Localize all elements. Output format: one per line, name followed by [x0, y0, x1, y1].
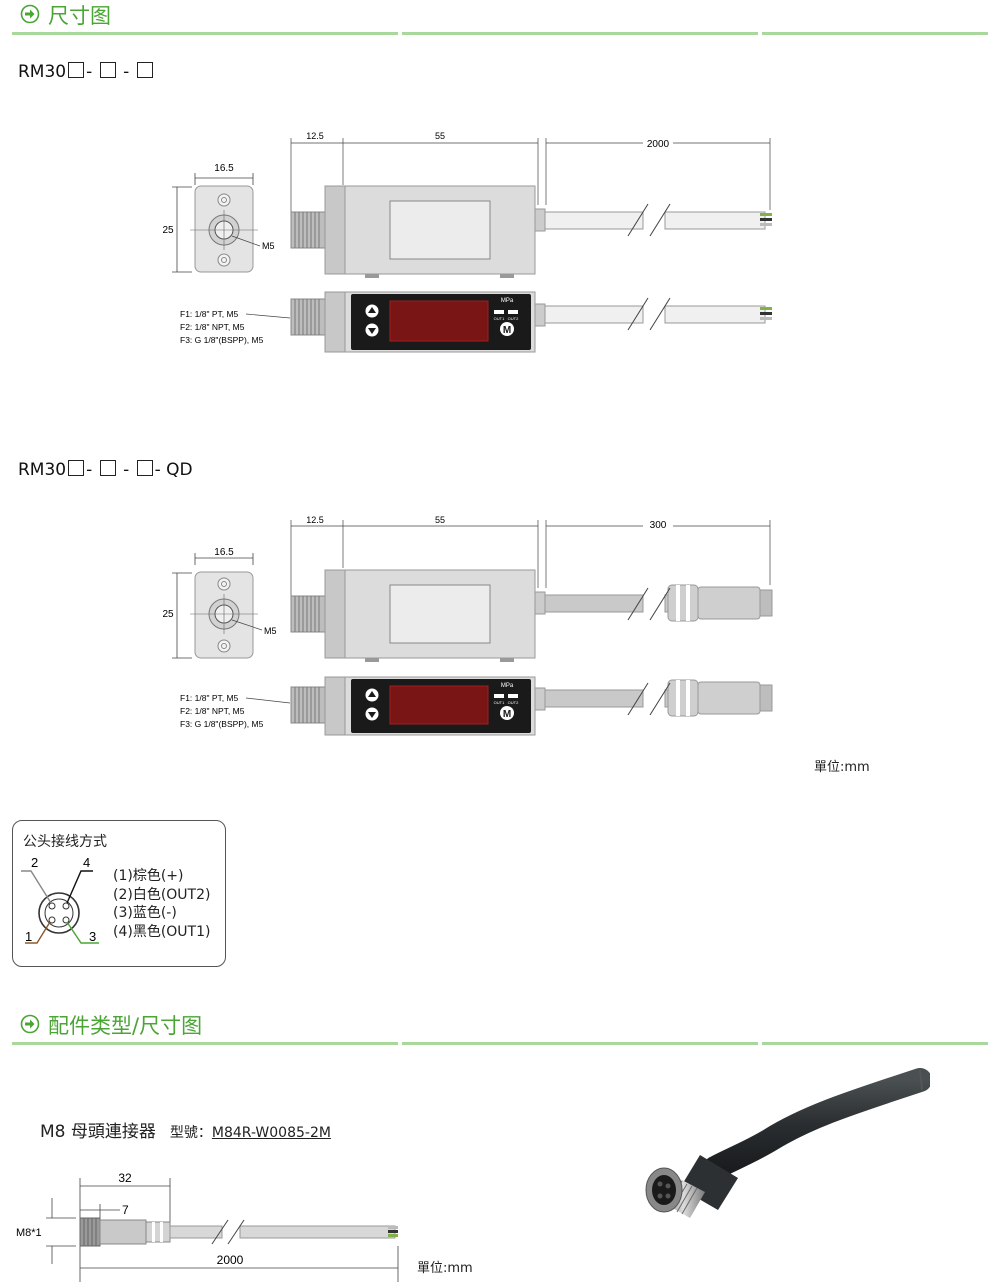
connector-model-label: 型號： [169, 1125, 212, 1141]
legend-item: (4)黑色(OUT1) [113, 923, 211, 940]
dim-thread: 12.5 [306, 515, 324, 525]
model-separator: - [86, 62, 93, 82]
fitting-f1: F1: 1/8" PT, M5 [180, 693, 239, 703]
connector-unit-label: 單位:mm [417, 1261, 473, 1276]
sensor-drawing-b: 16.5 25 M5 12.5 55 300 [162, 515, 773, 736]
pin-3: 3 [89, 929, 96, 944]
model-code-a: RM30- - [18, 62, 155, 82]
pin-4: 4 [83, 855, 90, 870]
option-box [136, 460, 153, 476]
model-prefix: RM30 [18, 460, 67, 480]
connector-drawing: 32 7 M8*1 2000 [16, 1171, 399, 1282]
out2-label: OUT2 [508, 316, 519, 321]
option-box [99, 460, 116, 476]
section-rule [402, 32, 758, 35]
out2-label: OUT2 [508, 700, 519, 705]
option-box [99, 62, 116, 78]
section-header-accessories: 配件类型/尺寸图 [12, 1010, 988, 1048]
connector-title: M8 母頭連接器型號：M84R-W0085-2M [40, 1117, 331, 1142]
option-box [68, 460, 85, 476]
port-label: M5 [264, 626, 277, 636]
model-prefix: RM30 [18, 62, 67, 82]
port-label: M5 [262, 241, 275, 251]
dim-height: 25 [162, 609, 174, 620]
dim-width: 16.5 [214, 547, 234, 558]
model-separator: - [86, 460, 93, 480]
option-box [136, 62, 153, 78]
dim-thread: M8*1 [16, 1227, 42, 1239]
legend-item: (3)蓝色(-) [113, 905, 177, 921]
fitting-f1: F1: 1/8" PT, M5 [180, 309, 239, 319]
sensor-drawing-a: 16.5 25 M5 12.5 55 2000 [162, 131, 772, 353]
wiring-diagram-box: 公头接线方式 2 4 1 3 (1)棕色(+) (2)白色(OUT2) (3)蓝… [12, 820, 226, 967]
dim-height: 25 [162, 225, 174, 236]
model-separator: - [123, 62, 130, 82]
dim-head: 7 [122, 1203, 129, 1217]
display-unit: MPa [501, 298, 514, 304]
dim-body: 55 [435, 515, 445, 525]
out1-label: OUT1 [494, 700, 505, 705]
option-box [68, 62, 85, 78]
dim-cable: 2000 [217, 1253, 244, 1267]
wire-color-legend: (1)棕色(+) (2)白色(OUT2) (3)蓝色(-) (4)黑色(OUT1… [113, 867, 210, 941]
wiring-title: 公头接线方式 [23, 834, 107, 850]
dim-cable: 2000 [647, 139, 670, 150]
model-separator: - [123, 460, 130, 480]
dim-total: 32 [118, 1171, 132, 1185]
arrow-circle-icon [20, 1014, 40, 1034]
fitting-f3: F3: G 1/8"(BSPP), M5 [180, 335, 264, 345]
arrow-circle-icon [20, 4, 40, 24]
pin-2: 2 [31, 855, 38, 870]
m8-connector-photo [645, 1068, 930, 1218]
dim-width: 16.5 [214, 163, 234, 174]
legend-item: (1)棕色(+) [113, 868, 184, 884]
section-title: 配件类型/尺寸图 [48, 1014, 203, 1038]
pin-1: 1 [25, 929, 32, 944]
out1-label: OUT1 [494, 316, 505, 321]
section-rule [762, 1042, 988, 1045]
section-rule [12, 32, 398, 35]
legend-item: (2)白色(OUT2) [113, 886, 211, 903]
display-unit: MPa [501, 683, 514, 689]
model-code-b: RM30- - - QD [18, 460, 193, 480]
dim-cable: 300 [650, 520, 667, 531]
model-suffix: - QD [154, 460, 193, 480]
fitting-f2: F2: 1/8" NPT, M5 [180, 706, 245, 716]
section-rule [402, 1042, 758, 1045]
unit-label: 單位:mm [814, 760, 870, 775]
fitting-f2: F2: 1/8" NPT, M5 [180, 322, 245, 332]
section-header-dimensions: 尺寸图 [12, 0, 988, 38]
section-rule [762, 32, 988, 35]
mode-key: M [503, 709, 511, 720]
m8-pinout-icon: 2 4 1 3 [21, 855, 99, 944]
dim-body: 55 [435, 131, 445, 141]
section-rule [12, 1042, 398, 1045]
section-title: 尺寸图 [48, 4, 111, 28]
fitting-f3: F3: G 1/8"(BSPP), M5 [180, 719, 264, 729]
dim-thread: 12.5 [306, 131, 324, 141]
mode-key: M [503, 325, 511, 336]
connector-model-link[interactable]: M84R-W0085-2M [211, 1125, 331, 1141]
connector-name: M8 母頭連接器 [40, 1122, 156, 1142]
